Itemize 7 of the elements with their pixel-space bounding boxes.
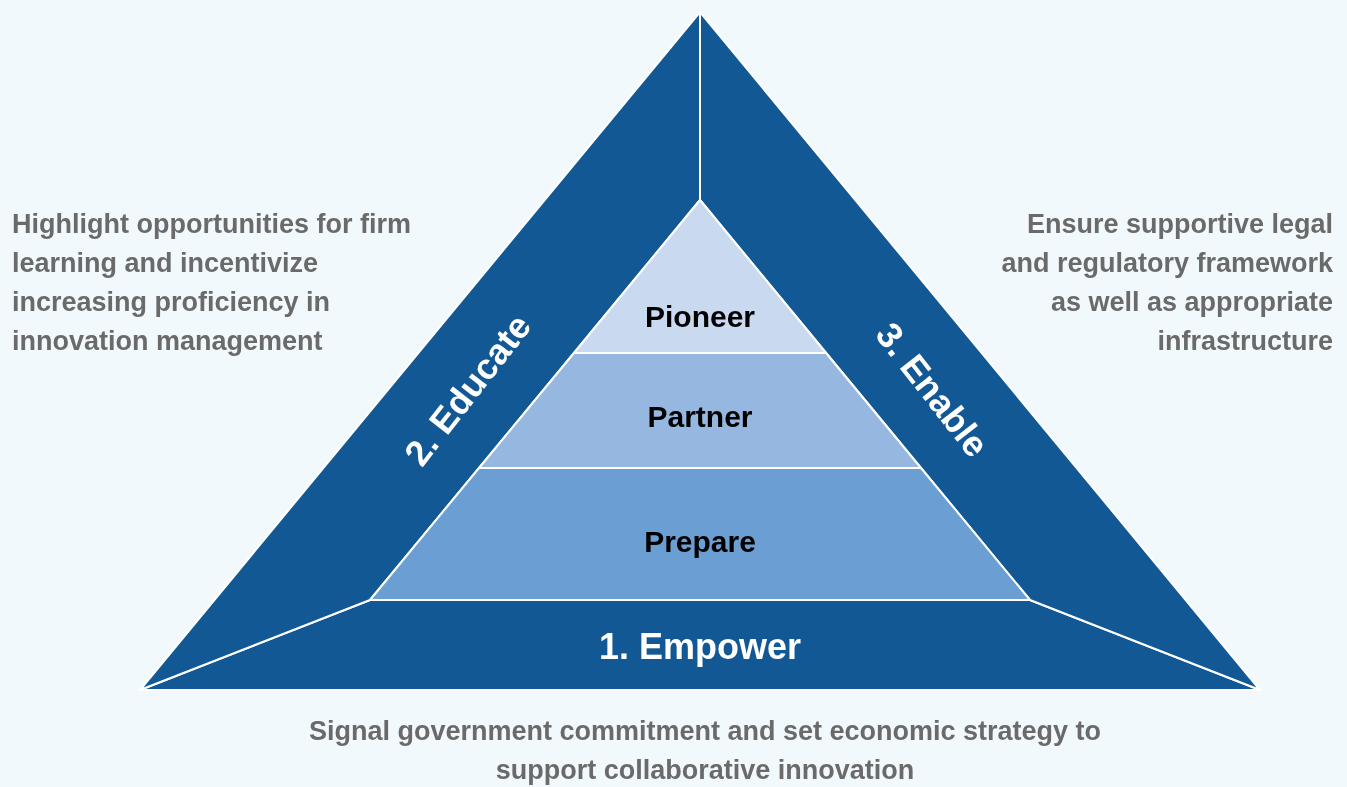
tier-label: Pioneer xyxy=(645,300,755,334)
description-text: Ensure supportive legal and regulatory framework as well as appropriate infrastructure xyxy=(1000,208,1333,358)
description-text: Highlight opportunities for firm learning and incentivize increasing proficiency in innovation management xyxy=(12,208,412,358)
tier-label: Prepare xyxy=(644,525,756,559)
tier-label: 1. Empower xyxy=(598,626,802,668)
tier-label: Partner xyxy=(647,400,753,434)
description-text: Signal government commitment and set economic strategy to support collaborative innovation xyxy=(307,715,1103,787)
